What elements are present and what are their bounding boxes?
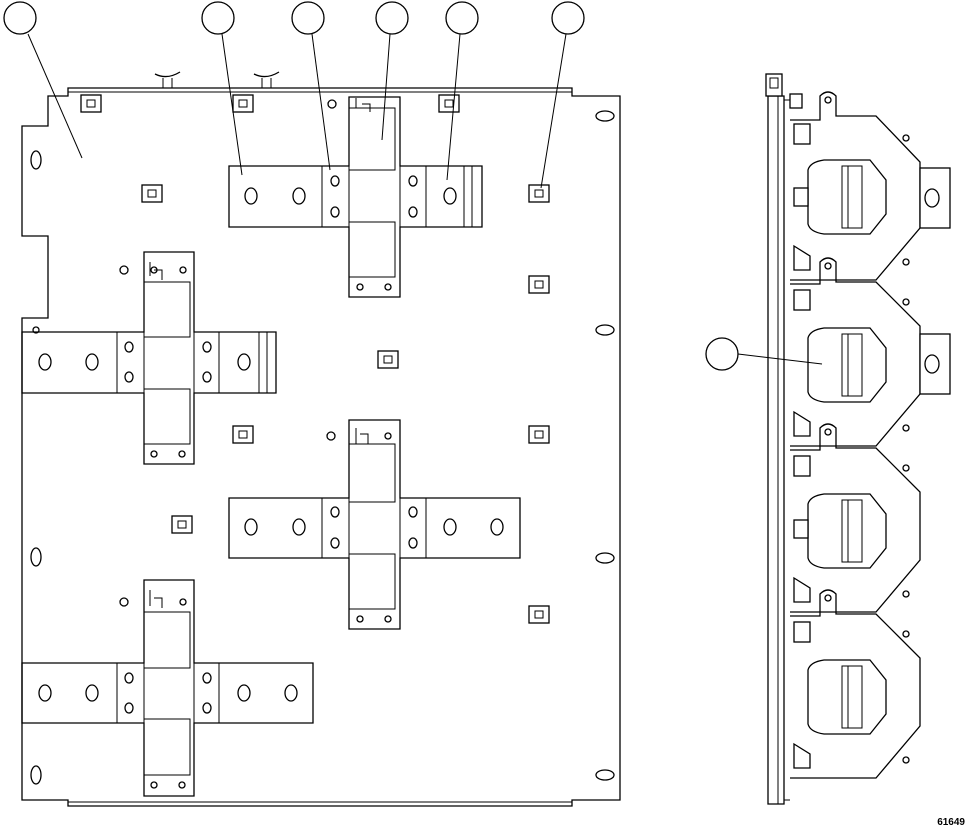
receptacle-module-4 <box>790 589 921 779</box>
callout-6 <box>540 1 585 189</box>
callout-1 <box>3 1 83 159</box>
bus-bar-assembly-left-lower <box>21 579 314 797</box>
square-fastener <box>232 425 254 444</box>
square-fastener <box>528 605 550 624</box>
square-fastener <box>528 275 550 294</box>
callout-3 <box>291 1 331 171</box>
front-panel <box>21 71 621 807</box>
callout-5 <box>445 1 479 181</box>
square-fastener <box>171 515 193 534</box>
square-fastener <box>80 94 102 113</box>
bus-bar-assembly-middle <box>228 419 521 630</box>
callouts <box>3 1 823 371</box>
bus-bar-assembly-left-upper <box>21 251 277 465</box>
square-fastener <box>528 425 550 444</box>
callout-2 <box>201 1 243 176</box>
receptacle-module-3 <box>790 423 921 613</box>
callout-4 <box>375 1 409 141</box>
receptacle-module-1 <box>790 91 951 281</box>
callout-side-view <box>705 337 823 371</box>
bus-bar-assembly-top <box>228 96 483 298</box>
square-fastener <box>528 184 550 203</box>
square-fastener <box>141 184 163 203</box>
square-fastener <box>232 94 254 113</box>
square-fastener <box>438 94 460 113</box>
figure-id: 61649 <box>937 817 965 828</box>
receptacle-module-2 <box>790 257 951 447</box>
square-fastener <box>377 350 399 369</box>
side-view <box>765 73 951 805</box>
